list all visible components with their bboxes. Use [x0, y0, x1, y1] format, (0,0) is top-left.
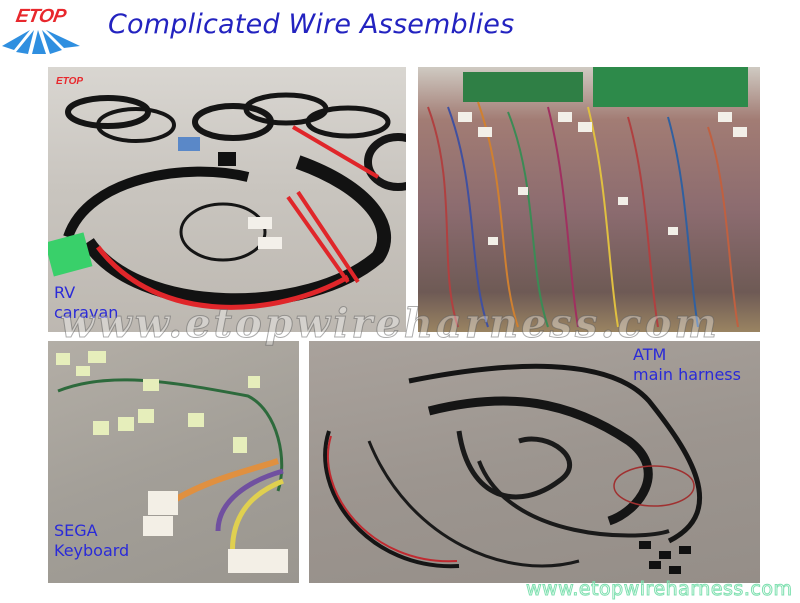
- inner-logo-text: ETOP: [56, 76, 84, 87]
- photo-rv-caravan-harness: ETOP RV caravan: [48, 67, 406, 332]
- page-title: Complicated Wire Assemblies: [108, 9, 515, 40]
- inner-etop-logo: ETOP: [56, 69, 83, 88]
- wires-illustration: [427, 67, 748, 328]
- photo-bundled-wire-assemblies: [418, 67, 760, 332]
- rv-harness-illustration: [48, 92, 406, 310]
- logo-text: ETOP: [14, 6, 68, 27]
- caption-sega-keyboard: SEGA Keyboard: [54, 521, 130, 560]
- caption-rv-caravan: RV caravan: [54, 283, 119, 322]
- etop-logo: ETOP: [2, 6, 82, 54]
- photo-atm-main-harness: ATM main harness: [309, 341, 760, 583]
- sega-harness-illustration: [56, 351, 288, 573]
- footer-website-url: www.etopwireharness.com: [525, 578, 793, 601]
- caption-atm-main-harness: ATM main harness: [633, 345, 741, 384]
- atm-harness-illustration: [323, 363, 702, 574]
- photo-sega-keyboard-harness: SEGA Keyboard: [48, 341, 299, 583]
- logo-road-icon: [2, 30, 80, 54]
- watermark-text: www.etopwireharness.com: [60, 300, 720, 348]
